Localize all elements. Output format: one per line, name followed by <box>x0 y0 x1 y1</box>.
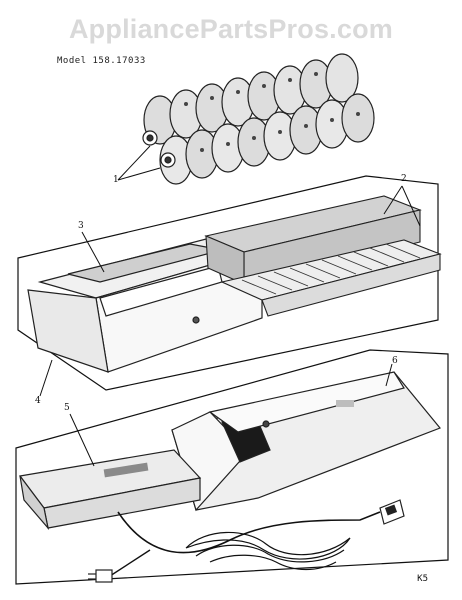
storage-case-frame <box>17 175 439 391</box>
callout-2: 2 <box>401 174 407 184</box>
callout-3: 3 <box>78 221 84 231</box>
foot-control-part <box>18 449 405 583</box>
leader-line-1 <box>117 145 161 181</box>
storage-case-part <box>27 237 265 373</box>
leader-line-2a <box>383 185 403 215</box>
model-label: Model 158.17033 <box>57 56 146 66</box>
pouch-part <box>171 371 441 512</box>
watermark-text: AppliancePartsPros.com <box>68 14 393 44</box>
leader-line-3 <box>81 231 105 273</box>
leader-line-4 <box>39 359 53 397</box>
leader-line-2b <box>401 185 421 227</box>
cam-tray-part <box>204 195 442 317</box>
callout-4: 4 <box>35 396 41 406</box>
callout-1: 1 <box>113 175 119 185</box>
leader-line-6 <box>385 363 393 387</box>
leader-line-5 <box>69 413 95 467</box>
callout-6: 6 <box>392 356 398 366</box>
page-code-label: K5 <box>417 574 428 584</box>
pedal-case-frame <box>15 349 449 585</box>
cam-stack-part <box>142 53 375 185</box>
callout-5: 5 <box>64 403 70 413</box>
